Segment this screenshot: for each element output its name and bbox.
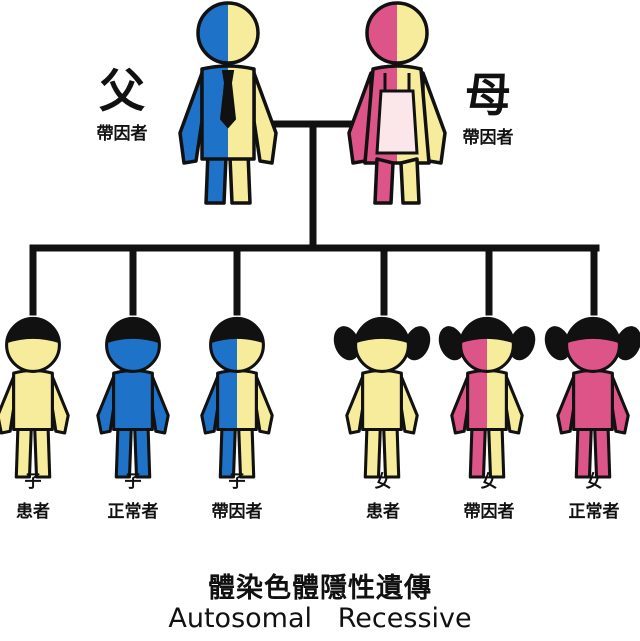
child-figure-5 [438, 316, 536, 479]
child-figure-1 [0, 316, 70, 479]
diagram-title-english: Autosomal Recessive [168, 603, 472, 634]
child-figure-3 [200, 316, 274, 479]
child-3-status-label: 帶因者 [211, 502, 263, 522]
father-figure [178, 1, 278, 205]
father-role-label: 父 [99, 64, 145, 118]
pedigree-lines [29, 120, 600, 316]
diagram-title-chinese: 體染色體隱性遺傳 [208, 573, 432, 604]
child-1-status-label: 患者 [16, 502, 50, 522]
child-figure-4 [333, 316, 431, 479]
child-2-status-label: 正常者 [107, 502, 159, 522]
child-5-status-label: 帶因者 [463, 502, 515, 522]
child-6-status-label: 正常者 [568, 502, 620, 522]
child-2-sex-label: 子 [124, 472, 142, 492]
child-3-sex-label: 子 [228, 472, 246, 492]
child-figure-6 [544, 316, 640, 479]
child-4-sex-label: 女 [374, 472, 392, 492]
child-4-status-label: 患者 [366, 502, 400, 522]
mother-status-label: 帶因者 [462, 128, 514, 148]
child-5-sex-label: 女 [480, 472, 498, 492]
child-figure-2 [96, 316, 170, 479]
figures [0, 1, 640, 479]
mother-role-label: 母 [465, 68, 511, 122]
mother-figure [347, 1, 447, 205]
child-1-sex-label: 子 [24, 472, 42, 492]
child-6-sex-label: 女 [585, 472, 603, 492]
father-status-label: 帶因者 [96, 124, 148, 144]
